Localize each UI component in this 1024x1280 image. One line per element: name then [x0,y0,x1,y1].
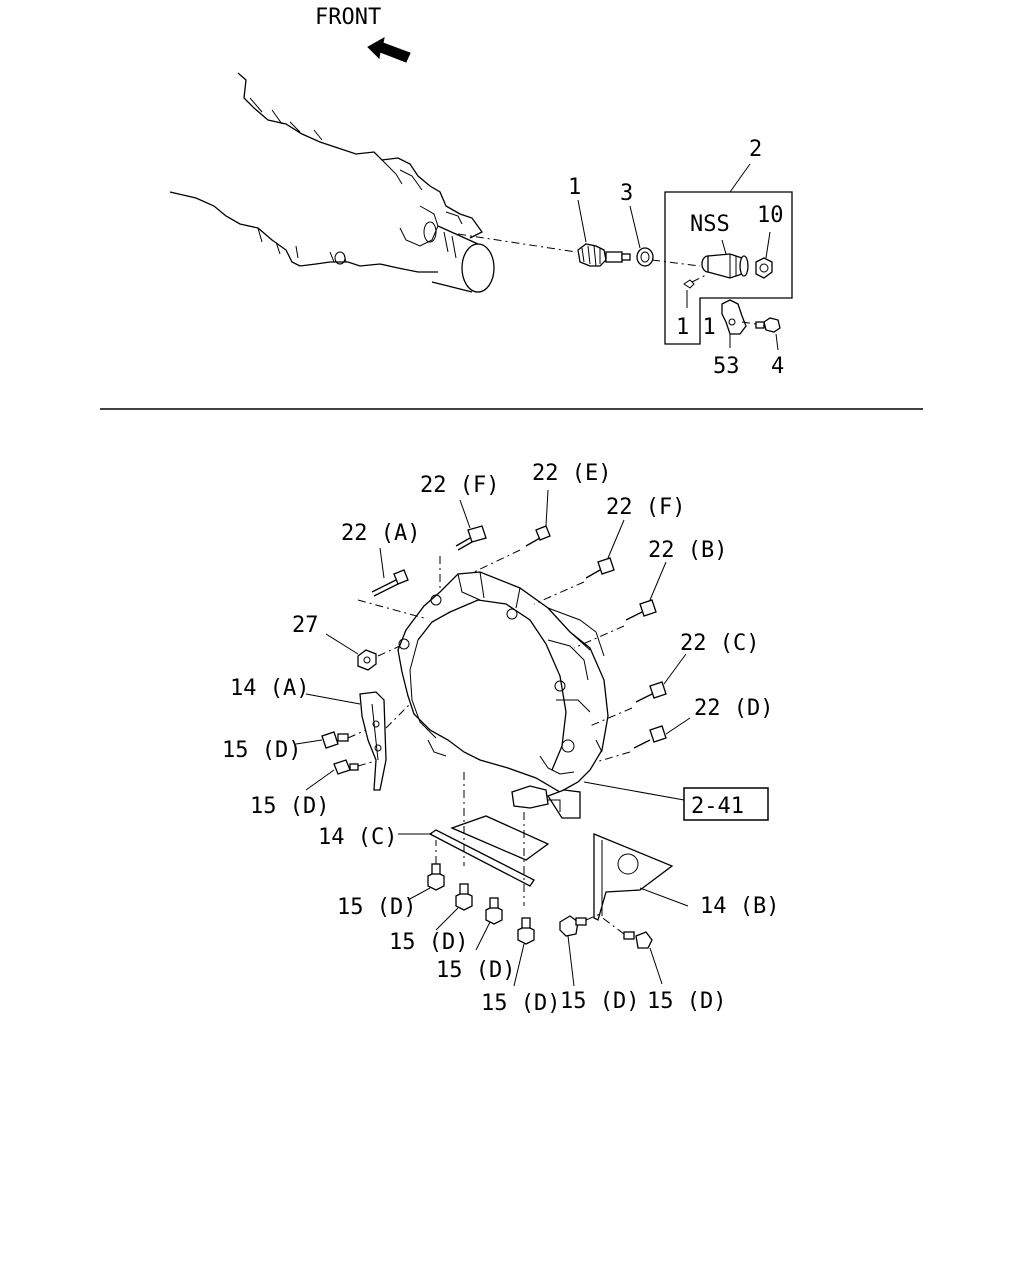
callout-22-d: 22 (D) [694,696,773,721]
driven-gear-part-1 [577,243,631,267]
callout-14-b: 14 (B) [700,894,779,919]
pin-part-11 [683,273,709,308]
callout-22-f-right: 22 (F) [606,495,685,520]
o-ring-part-3 [636,247,654,267]
callout-22-e: 22 (E) [532,461,611,486]
bolt-part-4 [741,317,781,351]
callout-27: 27 [292,613,319,638]
bracket-part-53 [721,299,747,348]
callout-22-c: 22 (C) [680,631,759,656]
bolt-15-d-3 [407,840,445,901]
bracket-14-c [398,772,550,906]
bolt-15-d-5 [475,897,503,951]
reference-box-2-41: 2-41 [583,781,769,821]
bolt-15-d-7 [559,913,601,987]
bolt-22-a [357,547,425,619]
callout-15-d-6: 15 (D) [481,991,560,1016]
callout-15-d-8: 15 (D) [647,989,726,1014]
callout-15-d-7: 15 (D) [560,989,639,1014]
sensor-nss [651,239,749,279]
callout-14-a: 14 (A) [230,676,309,701]
top-section: FRONT [169,5,793,379]
nut-part-10 [755,231,773,279]
callout-15-d-2: 15 (D) [250,794,329,819]
callout-22-b: 22 (B) [648,538,727,563]
callout-11: 1 1 [676,315,716,340]
callout-22-a: 22 (A) [341,521,420,546]
callout-10: 10 [757,203,784,228]
callout-3: 3 [620,181,633,206]
bracket-14-b [593,833,689,921]
bolt-15-d-4 [435,883,473,931]
front-arrow-icon [367,37,411,63]
bolt-15-d-6 [513,917,535,987]
bolt-22-d [595,717,691,763]
bolt-22-c [589,653,687,727]
callout-15-d-5: 15 (D) [436,958,515,983]
nut-27 [325,633,401,671]
label-nss: NSS [690,212,730,237]
front-label: FRONT [315,5,381,30]
bottom-section: 2-41 22 (F) 22 (E) 22 (F) 22 (A) 22 (B) … [222,461,779,1016]
bolt-15-d-2 [305,759,373,791]
callout-14-c: 14 (C) [318,825,397,850]
bolt-22-f-left [439,499,487,590]
bolt-15-d-1 [295,729,367,749]
callout-15-d-1: 15 (D) [222,738,301,763]
callout-53: 53 [713,354,740,379]
callout-15-d-4: 15 (D) [389,930,468,955]
kit-box-part-2 [664,191,793,345]
callout-22-f-left: 22 (F) [420,473,499,498]
bracket-14-a [305,691,411,791]
bolt-22-b [573,561,667,649]
callout-2: 2 [749,137,762,162]
callout-1: 1 [568,175,581,200]
transmission-case [169,72,495,293]
reference-box-label: 2-41 [691,794,744,819]
callout-4: 4 [771,354,784,379]
bolt-22-e [473,489,551,573]
callout-15-d-3: 15 (D) [337,895,416,920]
bolt-15-d-8 [599,915,663,985]
flywheel-housing [397,571,609,819]
bolt-22-f-right [533,519,625,605]
